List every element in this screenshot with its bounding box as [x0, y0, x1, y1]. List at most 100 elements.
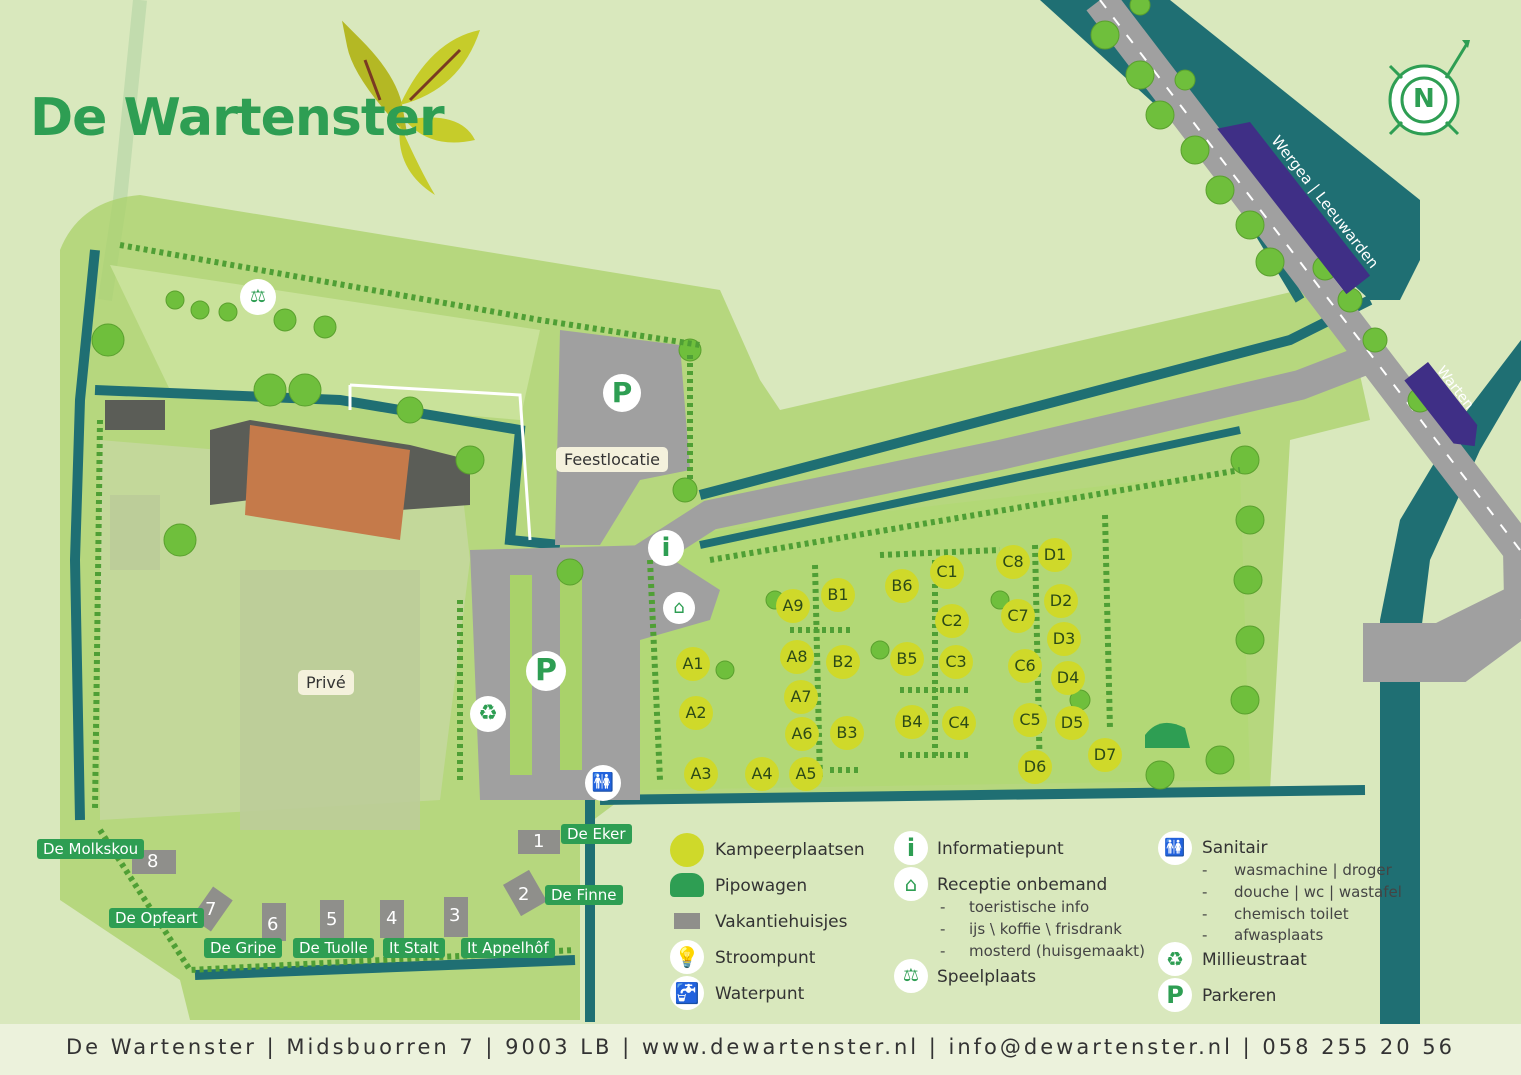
legend-reception-item: mosterd (huisgemaakt) [969, 942, 1145, 960]
cottage-8-number: 8 [147, 851, 159, 872]
power-icon: 💡 [670, 940, 704, 974]
legend-dash: - [940, 898, 946, 916]
legend-parking: Parkeren [1202, 986, 1277, 1006]
playground-icon: ⚖ [240, 279, 276, 315]
legend-dash: - [1202, 905, 1208, 923]
legend-reception: Receptie onbemand [937, 875, 1108, 895]
pitch-a8: A8 [780, 640, 814, 674]
legend-sanitair-item: douche | wc | wastafel [1234, 883, 1402, 901]
pitch-a4: A4 [745, 757, 779, 791]
pitch-d6: D6 [1018, 750, 1052, 784]
legend-pipowagen: Pipowagen [715, 876, 808, 896]
farmhouse [105, 400, 165, 430]
pipowagen [1145, 722, 1190, 748]
cottage-7-number: 7 [205, 899, 217, 920]
compass-icon [1388, 40, 1470, 136]
pitch-a2: A2 [679, 696, 713, 730]
footer-contact: De Wartenster | Midsbuorren 7 | 9003 LB … [66, 1035, 1455, 1059]
pitch-b2: B2 [826, 645, 860, 679]
recycle-icon: ♻ [470, 696, 506, 732]
cottage-2-number: 2 [518, 884, 530, 905]
legend-dash: - [1202, 926, 1208, 944]
pitch-d3: D3 [1047, 622, 1081, 656]
logo-title: De Wartenster [30, 88, 445, 148]
pitch-d1: D1 [1038, 538, 1072, 572]
access-road [631, 345, 1371, 573]
pitch-a9: A9 [776, 589, 810, 623]
legend-campsites: Kampeerplaatsen [715, 840, 865, 860]
reception-icon: ⌂ [894, 867, 928, 901]
pitch-d5: D5 [1055, 706, 1089, 740]
cottage-5-number: 5 [326, 909, 338, 930]
pitch-legend-icon [670, 833, 704, 867]
legend-info: Informatiepunt [937, 839, 1064, 859]
water-icon: 🚰 [670, 976, 704, 1010]
caravan-icon [670, 873, 704, 897]
pitch-a3: A3 [684, 757, 718, 791]
pitch-c2: C2 [935, 604, 969, 638]
info-icon: i [648, 530, 684, 566]
cottage-3-number: 3 [449, 905, 461, 926]
parking-icon: P [526, 651, 566, 691]
sanitary-icon: 🚻 [1158, 831, 1192, 865]
main-road [1086, 0, 1521, 682]
legend-dash: - [1202, 883, 1208, 901]
pitch-b6: B6 [885, 569, 919, 603]
legend-dash: - [940, 942, 946, 960]
pitch-b5: B5 [890, 642, 924, 676]
pitch-c8: C8 [996, 545, 1030, 579]
legend-sanitair: Sanitair [1202, 838, 1268, 858]
footer: De Wartenster | Midsbuorren 7 | 9003 LB … [0, 1024, 1521, 1075]
road-sign-wergea [1217, 122, 1371, 295]
legend-dash: - [940, 920, 946, 938]
pitch-a1: A1 [676, 647, 710, 681]
recycle-icon: ♻ [1158, 942, 1192, 976]
cottage-legend-icon [674, 913, 700, 929]
pitch-b3: B3 [830, 716, 864, 750]
parking-icon: P [1158, 978, 1192, 1012]
pitch-a5: A5 [789, 757, 823, 791]
pitch-a7: A7 [784, 680, 818, 714]
legend-milieu: Millieustraat [1202, 950, 1307, 970]
pitch-d2: D2 [1044, 584, 1078, 618]
cottage-1-name: De Eker [561, 824, 632, 844]
cottage-8-name: De Molkskou [37, 839, 145, 859]
legend-power: Stroompunt [715, 948, 816, 968]
legend-reception-item: ijs \ koffie \ frisdrank [969, 920, 1122, 938]
legend-playground: Speelplaats [937, 967, 1037, 987]
compass-letter: N [1413, 84, 1435, 114]
pitch-c7: C7 [1001, 599, 1035, 633]
parking-top [555, 330, 690, 545]
pitch-c1: C1 [930, 555, 964, 589]
pitch-c5: C5 [1013, 703, 1047, 737]
pitch-a6: A6 [785, 717, 819, 751]
feestlocatie-label: Feestlocatie [556, 447, 669, 472]
logo-leaves [341, 20, 480, 195]
cottage-4-number: 4 [386, 908, 398, 929]
legend-water: Waterpunt [715, 984, 805, 1004]
cottage-7-name: De Opfeart [109, 908, 204, 928]
pitch-c6: C6 [1008, 649, 1042, 683]
canal-left [69, 249, 100, 821]
cottage-1-number: 1 [533, 831, 545, 852]
cottage-3-name: It Appelhôf [461, 938, 555, 958]
reception-icon: ⌂ [663, 592, 695, 624]
cottage-6-number: 6 [267, 914, 279, 935]
sanitary-icon: 🚻 [585, 765, 621, 801]
road-sign-warten [1404, 362, 1478, 447]
info-icon: i [894, 831, 928, 865]
prive-label: Privé [298, 670, 354, 695]
legend-sanitair-item: afwasplaats [1234, 926, 1324, 944]
legend-sanitair-item: wasmachine | droger [1234, 861, 1392, 879]
pitch-d7: D7 [1088, 738, 1122, 772]
pitch-d4: D4 [1051, 661, 1085, 695]
playground-icon: ⚖ [894, 959, 928, 993]
pitch-c4: C4 [942, 706, 976, 740]
legend-cottages: Vakantiehuisjes [715, 912, 848, 932]
pitch-c3: C3 [939, 645, 973, 679]
cottage-5-name: De Tuolle [293, 938, 374, 958]
pitch-b4: B4 [895, 705, 929, 739]
legend-dash: - [1202, 861, 1208, 879]
pitch-b1: B1 [821, 578, 855, 612]
cottage-2-name: De Finne [545, 885, 623, 905]
